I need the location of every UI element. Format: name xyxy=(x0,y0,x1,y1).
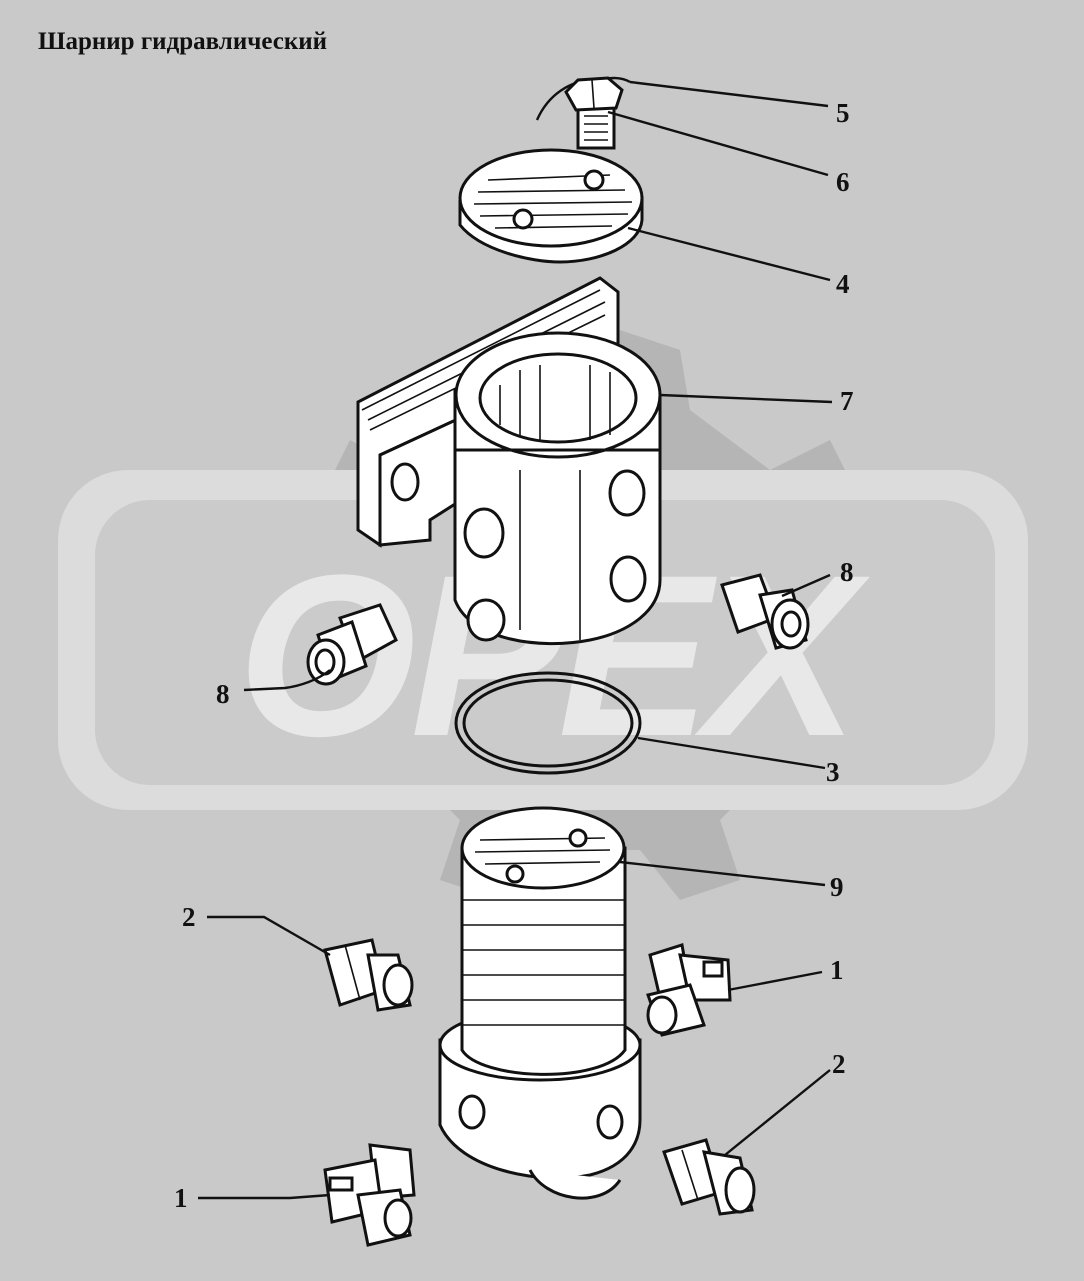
callout-8-right: 8 xyxy=(840,557,854,587)
part-o-ring xyxy=(454,671,642,775)
part-cover-plate xyxy=(458,148,644,264)
callout-7: 7 xyxy=(840,386,854,416)
callout-2-upper: 2 xyxy=(182,902,196,932)
part-bolt xyxy=(535,76,631,150)
callout-9: 9 xyxy=(830,872,844,902)
leader-lines xyxy=(198,80,833,1200)
callout-labels: 5 6 4 7 8 8 3 9 2 1 2 1 xyxy=(174,98,854,1213)
callout-2-lower: 2 xyxy=(832,1049,846,1079)
callout-3: 3 xyxy=(826,757,840,787)
callout-8-left: 8 xyxy=(216,679,230,709)
callout-5: 5 xyxy=(836,98,850,128)
part-fitting-2-upper xyxy=(323,938,414,1012)
part-housing xyxy=(356,276,662,646)
part-shaft xyxy=(438,806,642,1200)
part-elbow-1-lower xyxy=(323,1143,416,1247)
part-fitting-2-lower xyxy=(662,1138,756,1216)
part-elbow-1-right xyxy=(646,943,732,1037)
diagram-title: Шарнир гидравлический xyxy=(38,28,328,55)
callout-1-right: 1 xyxy=(830,955,844,985)
callout-6: 6 xyxy=(836,167,850,197)
part-fitting-8-left xyxy=(306,603,398,686)
part-fitting-8-right xyxy=(720,573,810,650)
callout-1-lower: 1 xyxy=(174,1183,188,1213)
callout-4: 4 xyxy=(836,269,850,299)
